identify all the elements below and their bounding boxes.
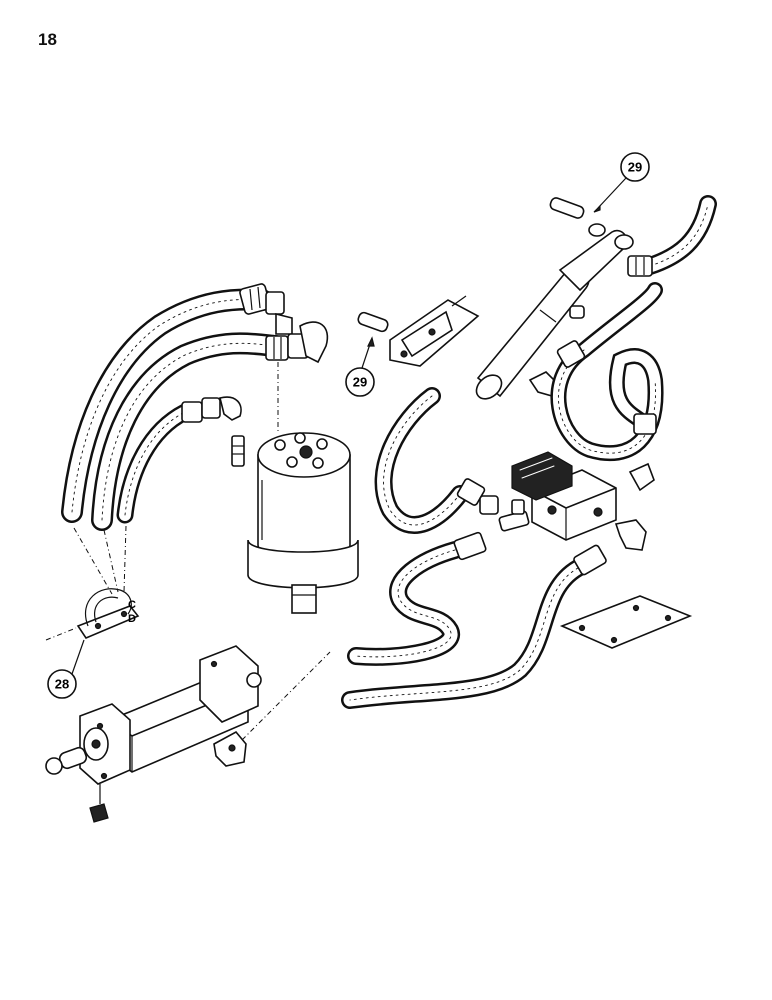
svg-text:29: 29 (353, 375, 367, 390)
callout-28: 28 (47, 639, 85, 699)
tee-fitting (498, 499, 530, 532)
svg-text:29: 29 (628, 160, 642, 175)
svg-text:C: C (128, 599, 136, 611)
callout-29-top: 29 (593, 152, 650, 213)
svg-text:28: 28 (55, 677, 69, 692)
hydraulic-cylinder-tall (475, 229, 634, 400)
small-fitting-cylinder (569, 305, 585, 319)
callout-29-mid: 29 (345, 336, 375, 397)
bushing (588, 223, 606, 237)
elbow-fitting-small-left (181, 396, 242, 423)
leader-line-clamp-3 (123, 525, 127, 593)
leader-line-clamp-2 (103, 529, 119, 593)
clamp-letter-c: C (128, 599, 136, 611)
hydraulic-cylinder-horizontal (45, 645, 262, 785)
clamp-letter-d: D (128, 613, 136, 625)
fitting-top-right-hose (627, 255, 653, 277)
pin-top (549, 197, 585, 219)
hose-left-outer (61, 288, 273, 523)
fitting-center-hose (456, 478, 499, 515)
grease-fitting (89, 784, 109, 823)
fitting-lower-hose-1 (453, 531, 487, 561)
page-number: 18 (38, 30, 57, 49)
pin-bracket (357, 311, 389, 333)
elbow-fitting-mid-left (265, 321, 329, 364)
mounting-bracket (389, 295, 480, 367)
fitting-coiled-hose (556, 340, 657, 492)
elbow-fitting-top-left (239, 283, 293, 335)
hose-left-middle (91, 332, 286, 531)
hose-top-right (641, 195, 717, 275)
elbow-fitting-valve (614, 519, 647, 551)
leader-line-cylinder (241, 651, 331, 741)
control-valve (511, 451, 617, 541)
svg-text:D: D (128, 613, 136, 625)
leader-line-clamp-4 (45, 627, 77, 641)
fitting-lower-hose-2 (573, 544, 607, 576)
hose-center-s (374, 387, 469, 534)
elbow-fitting-cylinder-horizontal (213, 730, 247, 767)
hose-clamp (76, 588, 140, 639)
gasket-plate (559, 595, 693, 649)
hose-left-inner (116, 403, 194, 524)
hose-lower-2 (341, 559, 587, 709)
gear-pump (247, 432, 359, 614)
pump-fitting-nipple (231, 435, 245, 467)
leader-line-clamp-1 (73, 527, 113, 595)
hose-lower-1 (347, 541, 464, 666)
